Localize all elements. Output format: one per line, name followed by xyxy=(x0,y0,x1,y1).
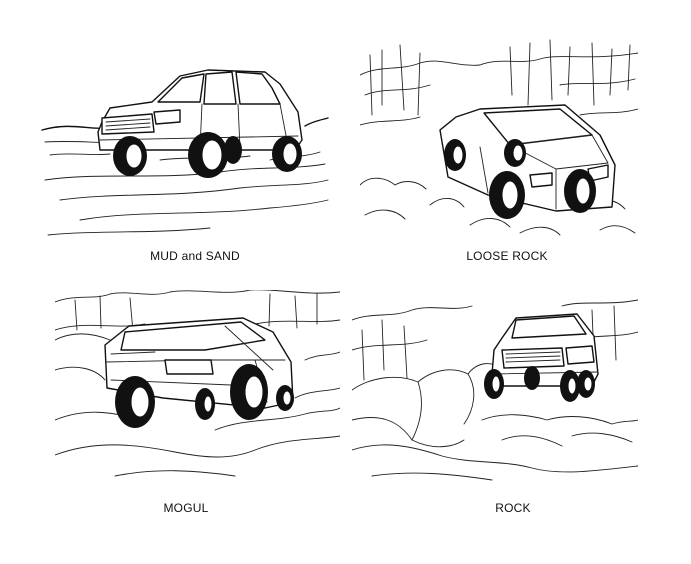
suv-on-mogul-drawing xyxy=(55,290,340,480)
caption-loose-rock: LOOSE ROCK xyxy=(466,249,548,263)
suv-on-loose-rock-drawing xyxy=(360,35,638,240)
suv-on-rock-drawing xyxy=(352,290,638,482)
caption-mogul: MOGUL xyxy=(163,501,209,515)
illustration-mogul xyxy=(55,290,340,480)
illustration-mud-and-sand xyxy=(40,60,330,240)
caption-mud-and-sand: MUD and SAND xyxy=(150,249,240,263)
illustration-loose-rock xyxy=(360,35,638,240)
illustration-rock xyxy=(352,290,638,482)
caption-rock: ROCK xyxy=(495,501,531,515)
suv-on-mud-drawing xyxy=(40,60,330,240)
